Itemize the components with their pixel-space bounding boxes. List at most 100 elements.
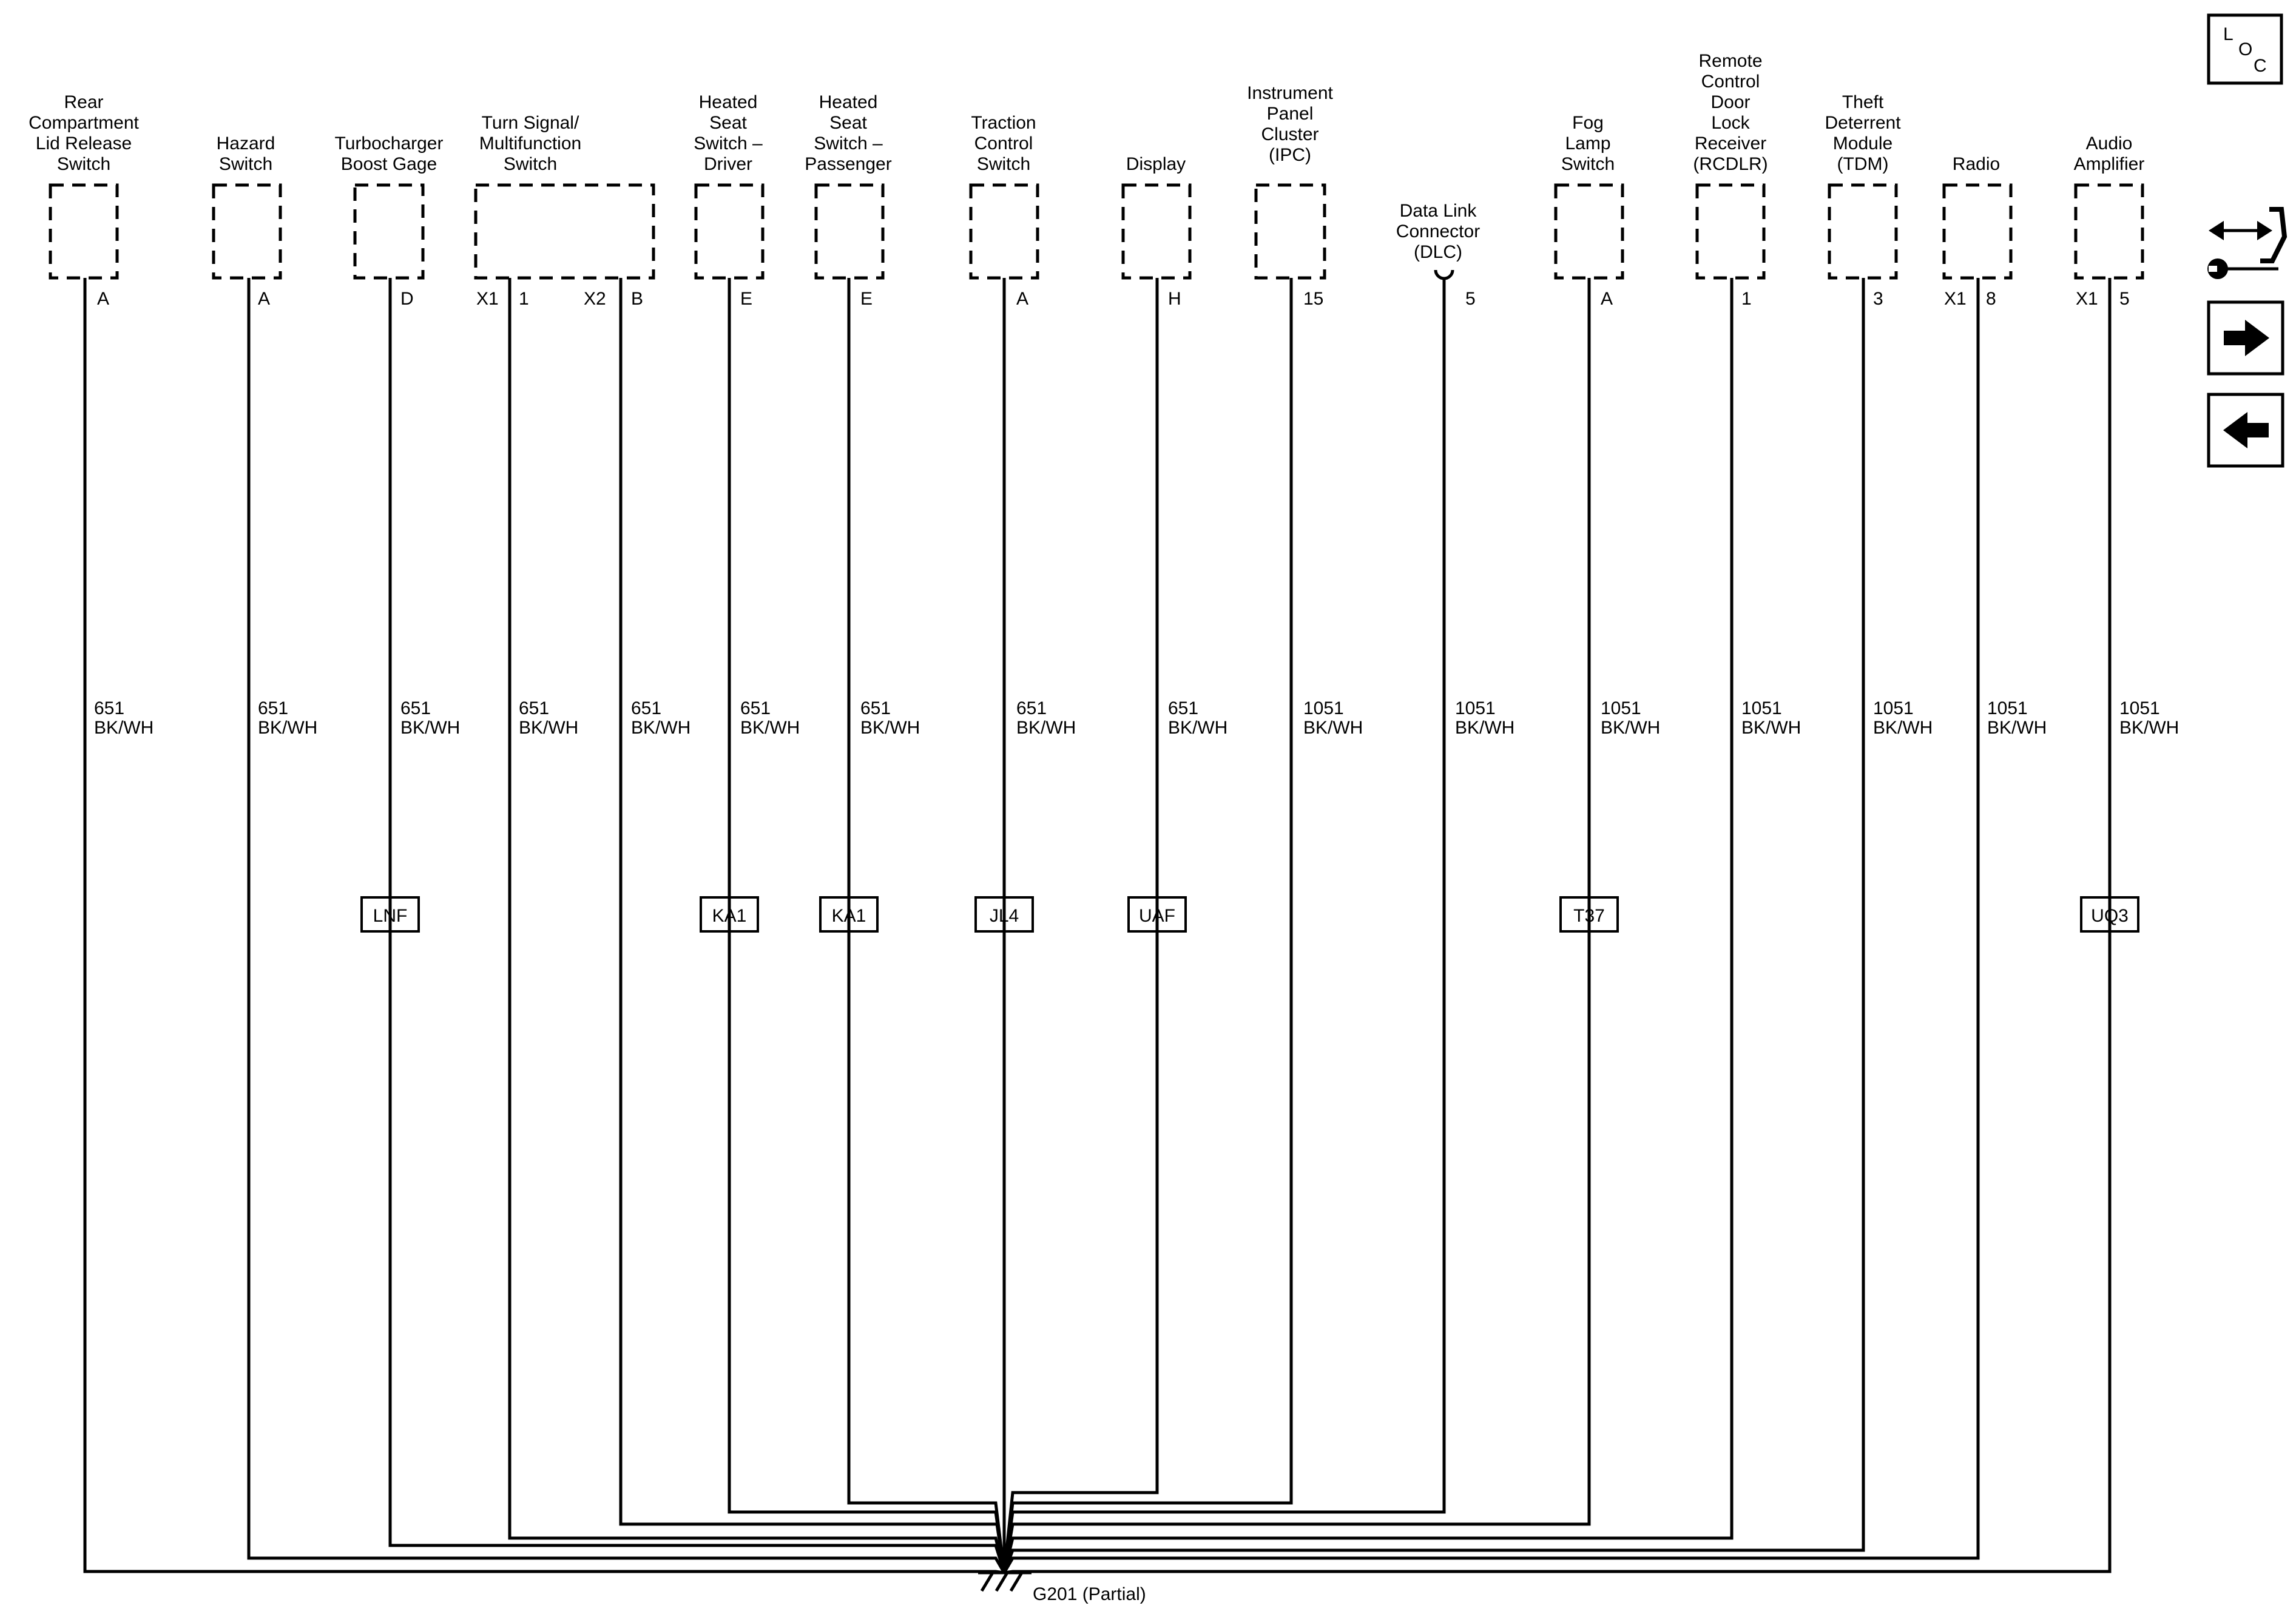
turn-signal-multifunction-switch-wire — [508, 278, 1006, 1573]
turn-signal-multifunction-switch-box[interactable] — [474, 183, 655, 280]
theft-deterrent-module-label-line: Deterrent — [1825, 113, 1901, 133]
hazard-switch-pin-label: A — [258, 289, 270, 309]
fog-lamp-switch-circuit-number: 1051 — [1601, 698, 1641, 718]
turn-signal-multifunction-switch-wire-color: BK/WH — [519, 718, 578, 738]
audio-amplifier-box[interactable] — [2074, 183, 2144, 280]
previous-page-button[interactable] — [2207, 393, 2284, 468]
instrument-panel-cluster-label-line: Panel — [1267, 104, 1314, 124]
hazard-switch-wire-color: BK/WH — [258, 718, 317, 738]
theft-deterrent-module-circuit-number: 1051 — [1873, 698, 1914, 718]
heated-seat-switch-passenger-wire — [847, 278, 1006, 1573]
remote-control-door-lock-receiver-label-line: Receiver — [1695, 133, 1766, 154]
fog-lamp-switch-label-line: Switch — [1561, 154, 1615, 174]
instrument-panel-cluster-wire-color: BK/WH — [1303, 718, 1363, 738]
remote-control-door-lock-receiver-pin-label: 1 — [1741, 289, 1752, 309]
loc-letter-l: L — [2223, 24, 2234, 44]
fog-lamp-switch-wire — [1002, 278, 1591, 1573]
data-link-connector-label-line: (DLC) — [1414, 242, 1462, 262]
remote-control-door-lock-receiver-label-line: Remote — [1698, 51, 1762, 71]
theft-deterrent-module-label-line: (TDM) — [1837, 154, 1889, 174]
theft-deterrent-module-label-line: Theft — [1842, 92, 1884, 112]
turn-signal-multifunction-switch-wire-color: BK/WH — [631, 718, 690, 738]
heated-seat-switch-driver-box[interactable] — [694, 183, 765, 280]
turn-signal-multifunction-switch-pin-label: B — [631, 289, 643, 309]
data-link-connector-wire — [1002, 279, 1446, 1573]
heated-seat-switch-driver-label-line: Heated — [699, 92, 758, 112]
hazard-switch-circuit-number: 651 — [258, 698, 288, 718]
arrow-left-icon — [2223, 412, 2269, 448]
display-box[interactable] — [1121, 183, 1192, 280]
data-link-connector-label-line: Data Link — [1400, 201, 1477, 221]
heated-seat-switch-passenger-box[interactable] — [814, 183, 885, 280]
heated-seat-switch-passenger-wire-color: BK/WH — [860, 718, 920, 738]
heated-seat-switch-driver-pin-label: E — [740, 289, 752, 309]
turbocharger-boost-gage-circuit-number: 651 — [400, 698, 431, 718]
instrument-panel-cluster-label-line: Instrument — [1247, 83, 1333, 103]
loc-letter-c: C — [2254, 56, 2267, 76]
heated-seat-switch-passenger-label-line: Switch – — [814, 133, 883, 154]
remote-control-door-lock-receiver: RemoteControlDoorLockReceiver(RCDLR)1105… — [1693, 51, 1801, 738]
audio-amplifier-pin-label: 5 — [2119, 289, 2130, 309]
next-page-button[interactable] — [2207, 300, 2284, 376]
theft-deterrent-module-label-line: Module — [1833, 133, 1893, 154]
heated-seat-switch-passenger-label-line: Seat — [829, 113, 867, 133]
data-link-connector-connector-symbol[interactable] — [1434, 269, 1454, 280]
turn-signal-multifunction-switch-label-line: Multifunction — [479, 133, 581, 154]
instrument-panel-cluster-circuit-number: 1051 — [1303, 698, 1344, 718]
rear-compartment-lid-release-switch-box[interactable] — [49, 183, 119, 280]
turn-signal-multifunction-switch-label-line: Turn Signal/ — [482, 113, 579, 133]
instrument-panel-cluster-pin-label: 15 — [1303, 289, 1323, 309]
theft-deterrent-module-pin-label: 3 — [1873, 289, 1883, 309]
turn-signal-multifunction-switch-circuit-number: 651 — [631, 698, 661, 718]
theft-deterrent-module-box[interactable] — [1828, 183, 1898, 280]
audio-amplifier-label-line: Audio — [2086, 133, 2133, 154]
hazard-switch-box[interactable] — [212, 183, 282, 280]
turn-signal-multifunction-switch-pin-label: 1 — [519, 289, 529, 309]
wire-layer — [83, 278, 2112, 1575]
remote-control-door-lock-receiver-box[interactable] — [1695, 183, 1766, 280]
loc-button[interactable]: L O C — [2207, 13, 2283, 85]
rear-compartment-lid-release-switch-pin-label: A — [97, 289, 109, 309]
radio-circuit-number: 1051 — [1987, 698, 2028, 718]
hazard-switch-wire — [247, 278, 1006, 1574]
data-link-connector-circuit-number: 1051 — [1455, 698, 1496, 718]
wrench-connector-icon[interactable] — [2207, 207, 2288, 279]
heated-seat-switch-passenger-circuit-number: 651 — [860, 698, 891, 718]
theft-deterrent-module-wire-color: BK/WH — [1873, 718, 1933, 738]
instrument-panel-cluster-box[interactable] — [1254, 183, 1326, 280]
traction-control-switch-box[interactable] — [969, 183, 1039, 280]
turn-signal-multifunction-switch-circuit-number: 651 — [519, 698, 549, 718]
data-link-connector-wire-color: BK/WH — [1455, 718, 1514, 738]
fog-lamp-switch-pin-label: A — [1601, 289, 1613, 309]
rear-compartment-lid-release-switch-label-line: Lid Release — [36, 133, 132, 154]
display-pin-label: H — [1168, 289, 1181, 309]
remote-control-door-lock-receiver-wire-color: BK/WH — [1741, 718, 1801, 738]
fog-lamp-switch-box[interactable] — [1554, 183, 1624, 280]
traction-control-switch-label-line: Control — [974, 133, 1033, 154]
heated-seat-switch-passenger-label-line: Heated — [819, 92, 878, 112]
radio-wire — [1002, 278, 1980, 1574]
rear-compartment-lid-release-switch-label-line: Switch — [57, 154, 110, 174]
data-link-connector-label-line: Connector — [1396, 221, 1480, 241]
remote-control-door-lock-receiver-label-line: Lock — [1711, 113, 1750, 133]
remote-control-door-lock-receiver-circuit-number: 1051 — [1741, 698, 1782, 718]
radio-box[interactable] — [1942, 183, 2013, 280]
radio-wire-color: BK/WH — [1987, 718, 2047, 738]
arrow-right-icon — [2224, 320, 2269, 356]
theft-deterrent-module-wire — [1002, 278, 1865, 1573]
turbocharger-boost-gage-box[interactable] — [353, 183, 425, 280]
instrument-panel-cluster-label-line: (IPC) — [1269, 145, 1311, 165]
display-wire-color: BK/WH — [1168, 718, 1227, 738]
heated-seat-switch-driver-label-line: Seat — [709, 113, 747, 133]
